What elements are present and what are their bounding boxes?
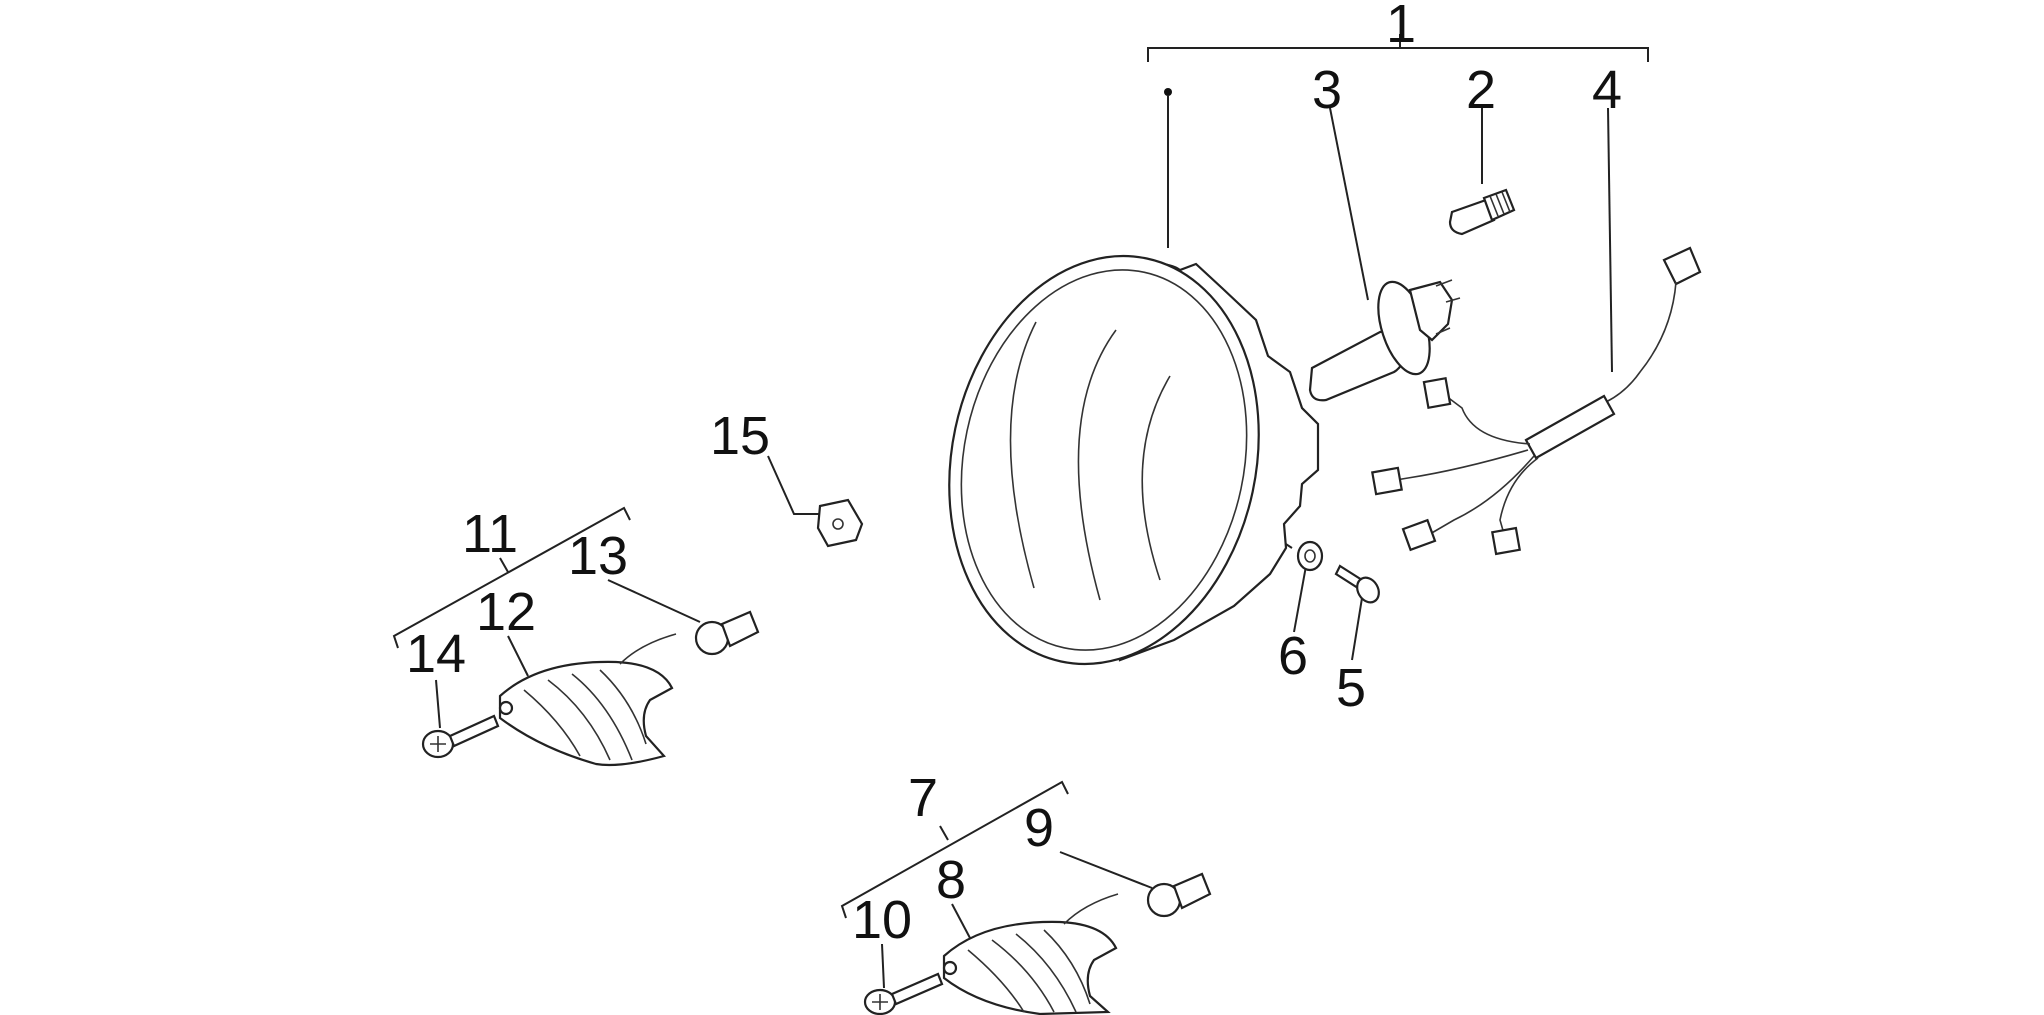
callout-1: 1 [1386, 0, 1416, 54]
harness-plug-d [1490, 526, 1522, 556]
washer-icon [1296, 540, 1324, 572]
headlight-lens [960, 269, 1248, 651]
callout-14: 14 [406, 624, 466, 684]
bulb-13-base [720, 610, 760, 648]
indicator-11-mount-hole [498, 700, 514, 716]
callout-6: 6 [1278, 626, 1308, 686]
indicator-11-body [498, 660, 674, 767]
indicator-7-mount-hole [942, 960, 958, 976]
turn-indicator-icon [942, 893, 1119, 1015]
indicator-11-ribs [523, 669, 647, 761]
callout-10: 10 [852, 890, 912, 950]
callout-4: 4 [1592, 60, 1622, 120]
indicator-7-body [942, 920, 1118, 1015]
leader-lines [392, 34, 1649, 989]
washer-inner [1304, 549, 1316, 563]
harness-sleeve [1524, 394, 1616, 460]
screw-icon [1334, 564, 1380, 604]
screw-14-cross [430, 736, 446, 752]
lens-reflection-3 [1141, 375, 1171, 581]
harness-wire-b [1395, 449, 1529, 481]
callout-8: 8 [936, 850, 966, 910]
pilot-bulb-glass [1448, 198, 1496, 236]
callout-9: 9 [1024, 798, 1054, 858]
leader-13 [607, 579, 701, 623]
leader-15 [767, 455, 820, 515]
harness-plug-a [1422, 377, 1452, 409]
callout-15: 15 [710, 406, 770, 466]
headlight-rim [948, 254, 1260, 666]
harness-plug-c [1401, 518, 1437, 552]
pilot-bulb-base [1482, 188, 1516, 222]
screw-icon [863, 972, 944, 1015]
bracket-group-1 [1147, 34, 1649, 62]
bulb-pins [1435, 279, 1461, 335]
turn-indicator-icon [498, 633, 677, 767]
harness-wire-c [1429, 455, 1535, 535]
headlight-assembly-icon [948, 254, 1320, 666]
indicator-7-ribs [967, 929, 1091, 1013]
callout-11: 11 [462, 504, 518, 564]
callout-5: 5 [1336, 658, 1366, 718]
callout-12: 12 [476, 582, 536, 642]
screw-icon [421, 714, 500, 759]
lens-reflection-1 [1009, 321, 1037, 589]
pilot-bulb-icon [1146, 872, 1212, 918]
bulb-9-base [1172, 872, 1212, 910]
screw-14-shank [448, 714, 500, 748]
callout-13: 13 [568, 526, 628, 586]
leader-8 [951, 903, 971, 939]
callout-2: 2 [1466, 60, 1496, 120]
halogen-bulb-icon [1308, 279, 1461, 402]
leader-5 [1351, 597, 1363, 661]
callout-labels: 1 2 3 4 5 6 7 8 9 10 11 12 13 14 15 [406, 0, 1622, 950]
indicator-7-wire [1063, 893, 1119, 925]
bracket-group-11 [392, 506, 631, 649]
leader-9 [1059, 851, 1153, 889]
clip-hole [832, 518, 844, 530]
bracket-group-7 [840, 780, 1069, 919]
callout-3: 3 [1312, 60, 1342, 120]
callout-7: 7 [908, 768, 938, 828]
harness-plug-b [1371, 466, 1403, 496]
harness-wire-d [1499, 457, 1539, 535]
harness-wire-a [1445, 395, 1531, 445]
harness-wire-top [1605, 281, 1677, 403]
wiring-harness-icon [1371, 246, 1702, 556]
washer-outer [1296, 540, 1324, 572]
leader-10 [881, 943, 885, 989]
leader-12 [507, 635, 529, 677]
leader-14 [435, 679, 441, 729]
screw-10-cross [872, 994, 888, 1010]
clip-body [816, 498, 864, 548]
pilot-bulb-icon [1448, 188, 1516, 236]
spring-clip-icon [816, 498, 864, 548]
bulb-base [1408, 280, 1454, 342]
headlight-screw-head [1356, 576, 1380, 604]
leader-6 [1293, 565, 1307, 633]
leader-4 [1607, 107, 1613, 373]
harness-connector-top [1662, 246, 1702, 286]
bracket-dot [1164, 88, 1172, 96]
leader-3 [1329, 107, 1369, 301]
lens-reflection-2 [1077, 329, 1117, 601]
indicator-11-wire [619, 633, 677, 665]
pilot-bulb-thread [1489, 191, 1511, 217]
screw-10-shank [890, 972, 944, 1006]
pilot-bulb-icon [694, 610, 760, 656]
